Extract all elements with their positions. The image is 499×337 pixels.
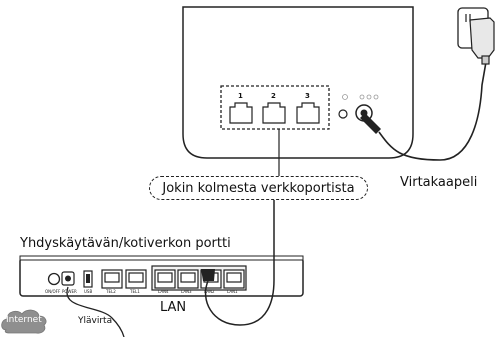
gateway-lan-ports bbox=[151, 265, 247, 291]
gateway-label-lan1: LAN1 bbox=[227, 289, 238, 294]
upstream-cable bbox=[66, 286, 125, 337]
lan-label: LAN bbox=[160, 300, 187, 315]
internet-cloud-icon bbox=[1, 309, 47, 334]
router-port-group bbox=[220, 85, 330, 130]
lan-cable bbox=[204, 200, 275, 326]
internet-label: Internet bbox=[6, 315, 42, 325]
upstream-label: Ylävirta bbox=[78, 316, 113, 326]
gateway-label-tel2: TEL2 bbox=[106, 289, 116, 294]
router-status-marks bbox=[342, 94, 379, 100]
gateway-label-lan3: LAN3 bbox=[181, 289, 192, 294]
router-lan-port bbox=[229, 102, 320, 124]
gateway-label-usb: USB bbox=[84, 289, 93, 294]
gateway-onoff-button bbox=[47, 272, 61, 286]
lan-plug bbox=[201, 269, 215, 281]
gateway-label-tel1: TEL1 bbox=[130, 289, 140, 294]
power-cable bbox=[378, 61, 487, 161]
gateway-label-lan2: LAN2 bbox=[204, 289, 215, 294]
router-reset-button bbox=[338, 109, 348, 119]
gateway-tel-ports bbox=[101, 269, 147, 289]
network-port-callout: Jokin kolmesta verkkoportista bbox=[149, 176, 368, 200]
gateway-label-onoff: ON/OFF bbox=[45, 289, 61, 294]
gateway-label-power: POWER bbox=[62, 289, 77, 294]
gateway-title: Yhdyskäytävän/kotiverkon portti bbox=[20, 236, 231, 251]
router-port-number-1: 1 bbox=[238, 92, 243, 100]
power-cable-label: Virtakaapeli bbox=[400, 175, 478, 190]
power-adapter bbox=[469, 17, 495, 65]
router-port-number-3: 3 bbox=[305, 92, 310, 100]
router-port-number-2: 2 bbox=[271, 92, 276, 100]
gateway-label-lan4: LAN4 bbox=[158, 289, 169, 294]
router-body bbox=[182, 6, 414, 159]
power-plug bbox=[360, 113, 381, 134]
